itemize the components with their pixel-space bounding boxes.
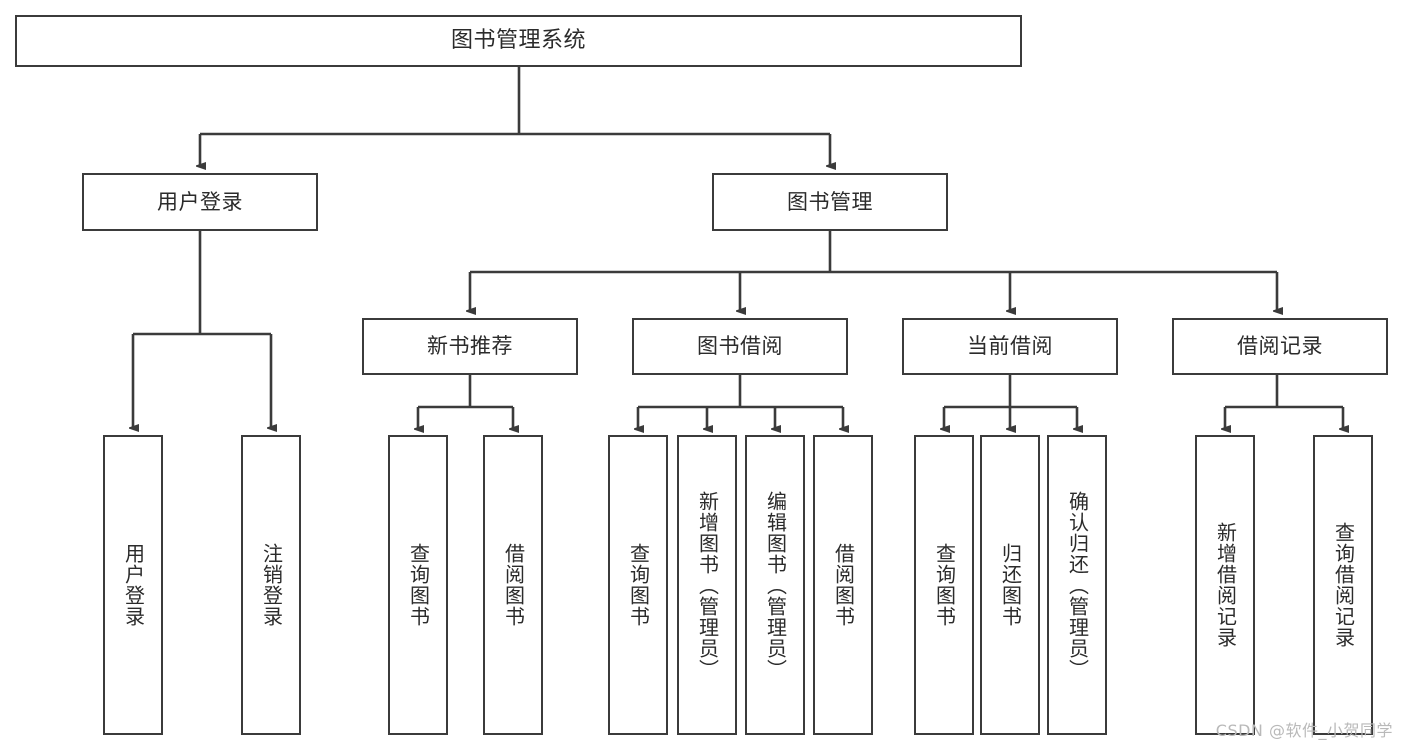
node-label: 借阅图书 — [501, 543, 526, 627]
node-label: 编辑图书（管理员） — [763, 490, 788, 680]
node-label: 查询图书 — [932, 543, 957, 627]
node-label: 新书推荐 — [427, 334, 513, 358]
leaf-newbook-borrow-book[interactable]: 借阅图书 — [483, 435, 543, 735]
node-label: 当前借阅 — [967, 334, 1053, 358]
leaf-record-query-record[interactable]: 查询借阅记录 — [1313, 435, 1373, 735]
node-label: 借阅图书 — [831, 543, 856, 627]
node-label: 确认归还（管理员） — [1065, 490, 1090, 680]
node-label: 用户登录 — [121, 543, 146, 627]
node-label: 图书管理系统 — [450, 28, 586, 53]
node-borrow-record[interactable]: 借阅记录 — [1172, 318, 1388, 375]
leaf-borrow-query-book[interactable]: 查询图书 — [608, 435, 668, 735]
leaf-borrow-add-book-admin[interactable]: 新增图书（管理员） — [677, 435, 737, 735]
node-label: 查询借阅记录 — [1331, 522, 1356, 648]
node-label: 查询图书 — [406, 543, 431, 627]
node-label: 归还图书 — [998, 543, 1023, 627]
node-current-borrow[interactable]: 当前借阅 — [902, 318, 1118, 375]
node-root-system[interactable]: 图书管理系统 — [15, 15, 1022, 67]
leaf-record-add-record[interactable]: 新增借阅记录 — [1195, 435, 1255, 735]
node-new-book-recommend[interactable]: 新书推荐 — [362, 318, 578, 375]
node-label: 图书管理 — [787, 189, 873, 214]
leaf-current-query-book[interactable]: 查询图书 — [914, 435, 974, 735]
node-label: 用户登录 — [157, 189, 243, 214]
leaf-logout[interactable]: 注销登录 — [241, 435, 301, 735]
node-book-management[interactable]: 图书管理 — [712, 173, 948, 231]
leaf-user-login[interactable]: 用户登录 — [103, 435, 163, 735]
leaf-newbook-query-book[interactable]: 查询图书 — [388, 435, 448, 735]
node-user-login[interactable]: 用户登录 — [82, 173, 318, 231]
node-label: 图书借阅 — [697, 334, 783, 358]
node-label: 查询图书 — [626, 543, 651, 627]
leaf-borrow-borrow-book[interactable]: 借阅图书 — [813, 435, 873, 735]
node-label: 新增图书（管理员） — [695, 490, 720, 680]
node-label: 注销登录 — [259, 543, 284, 627]
node-label: 借阅记录 — [1237, 334, 1323, 358]
leaf-current-confirm-return-admin[interactable]: 确认归还（管理员） — [1047, 435, 1107, 735]
node-label: 新增借阅记录 — [1213, 522, 1238, 648]
leaf-borrow-edit-book-admin[interactable]: 编辑图书（管理员） — [745, 435, 805, 735]
csdn-watermark: CSDN @软件_小贺同学 — [1215, 721, 1393, 740]
node-book-borrow[interactable]: 图书借阅 — [632, 318, 848, 375]
leaf-current-return-book[interactable]: 归还图书 — [980, 435, 1040, 735]
